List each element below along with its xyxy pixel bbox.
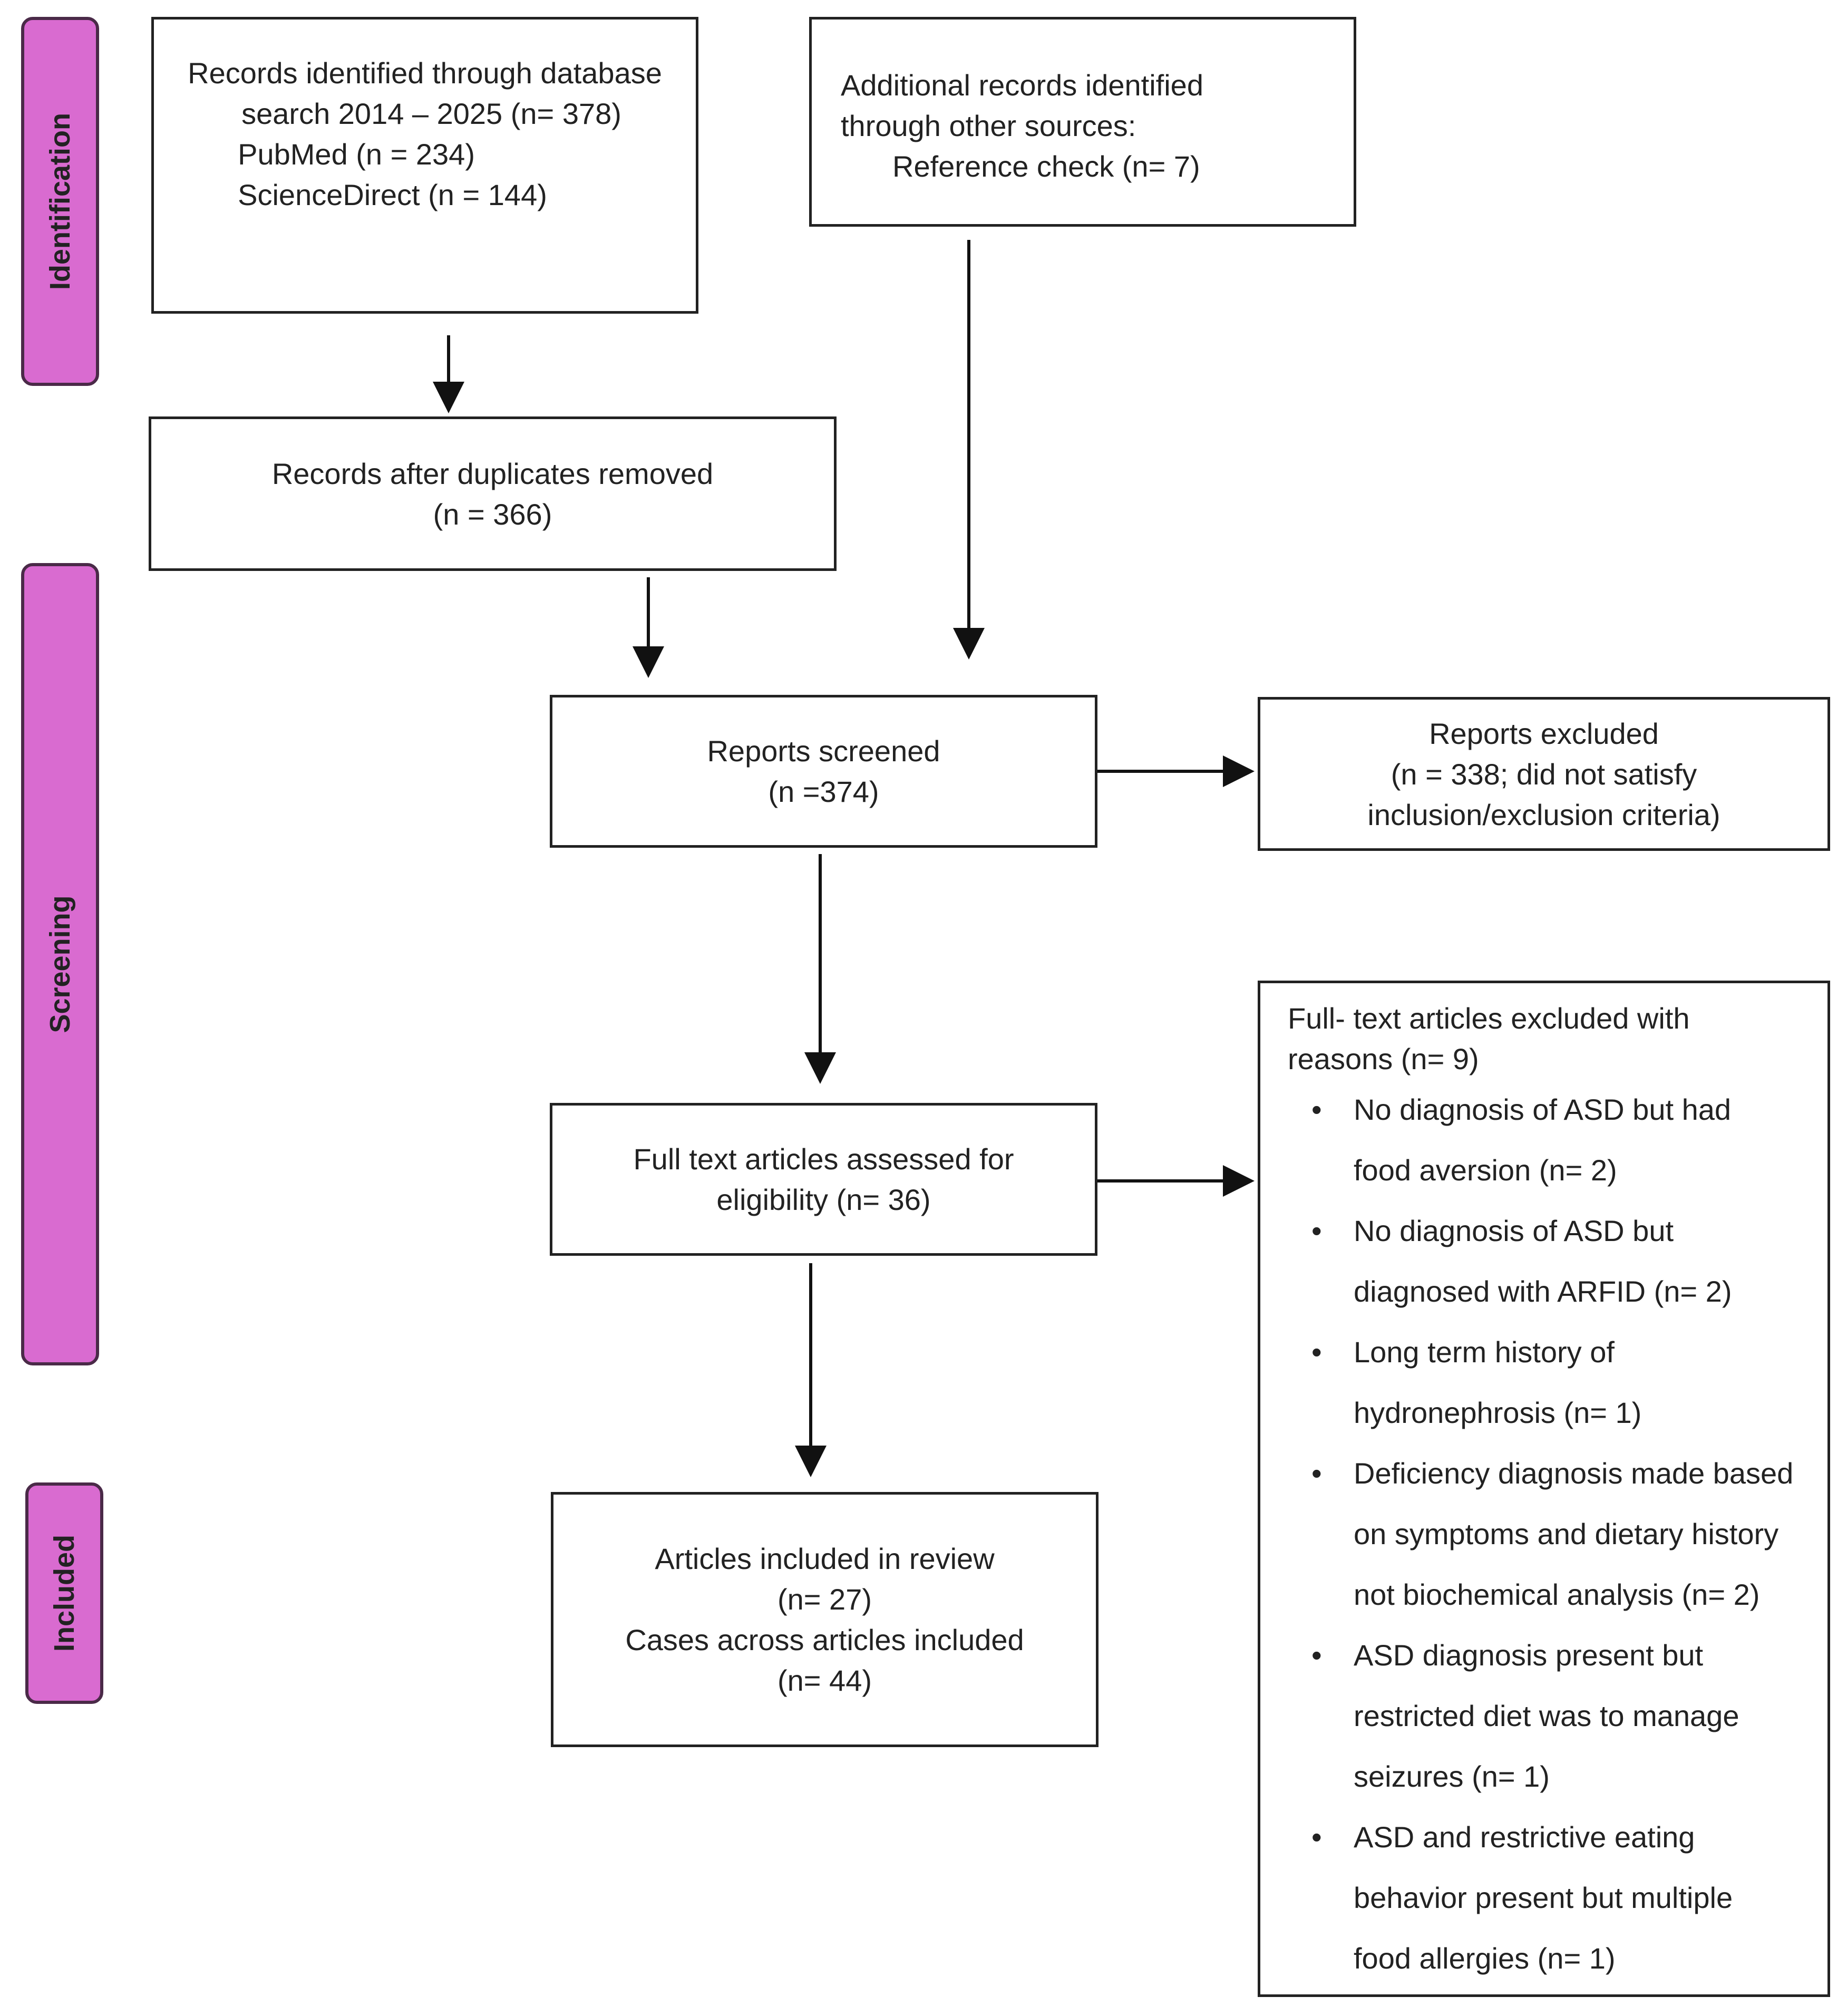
bullet-icon: • xyxy=(1311,1093,1322,1126)
full-text-excluded-heading1: Full- text articles excluded with xyxy=(1288,1002,1690,1035)
duplicates-removed-line1: Records after duplicates removed xyxy=(271,457,714,490)
included-review-line1: Articles included in review xyxy=(655,1542,995,1575)
exclusion-reason-line: on symptoms and dietary history xyxy=(1354,1517,1779,1550)
full-text-assessed-line2: eligibility (n= 36) xyxy=(716,1183,931,1216)
exclusion-reason-line: ASD diagnosis present but xyxy=(1354,1639,1704,1672)
reports-screened-line2: (n =374) xyxy=(768,775,879,808)
records-other-box: Additional records identified through ot… xyxy=(809,17,1356,227)
records-other-line2: through other sources: xyxy=(841,109,1136,142)
reports-screened-box: Reports screened (n =374) xyxy=(550,695,1097,848)
exclusion-reason-item: • ASD diagnosis present but restricted die… xyxy=(1288,1625,1793,1807)
reports-screened-line1: Reports screened xyxy=(707,734,940,768)
records-database-line2: search 2014 – 2025 (n= 378) xyxy=(241,96,621,130)
reports-excluded-box: Reports excluded (n = 338; did not satis… xyxy=(1258,697,1830,851)
exclusion-reason-text: ASD diagnosis present but restricted diet… xyxy=(1354,1625,1739,1807)
exclusion-reason-line: Long term history of xyxy=(1354,1335,1615,1369)
full-text-excluded-content: Full- text articles excluded with reason… xyxy=(1288,998,1793,1989)
reports-excluded-line1: Reports excluded xyxy=(1429,716,1659,750)
bullet-icon: • xyxy=(1311,1335,1322,1369)
exclusion-reason-item: • ASD and restrictive eating behavior pres… xyxy=(1288,1807,1793,1989)
exclusion-reason-line: hydronephrosis (n= 1) xyxy=(1354,1396,1642,1429)
records-database-sciencedirect: ScienceDirect (n = 144) xyxy=(238,178,547,211)
exclusion-reason-line: ASD and restrictive eating xyxy=(1354,1820,1695,1854)
full-text-excluded-heading2: reasons (n= 9) xyxy=(1288,1042,1479,1075)
full-text-excluded-box: Full- text articles excluded with reason… xyxy=(1258,981,1830,1997)
duplicates-removed-line2: (n = 366) xyxy=(433,497,552,531)
exclusion-reason-text: Deficiency diagnosis made based on sympto… xyxy=(1354,1443,1793,1625)
records-other-line1: Additional records identified xyxy=(841,69,1203,102)
reports-excluded-line3: inclusion/exclusion criteria) xyxy=(1367,798,1720,831)
exclusion-reason-line: seizures (n= 1) xyxy=(1354,1760,1550,1793)
included-review-box: Articles included in review (n= 27) Case… xyxy=(551,1492,1099,1747)
phase-identification: Identification xyxy=(21,17,99,386)
included-review-line4: (n= 44) xyxy=(777,1664,872,1697)
exclusion-reason-item: • No diagnosis of ASD but had food aversio… xyxy=(1288,1079,1793,1200)
exclusion-reason-line: No diagnosis of ASD but had xyxy=(1354,1093,1732,1126)
bullet-icon: • xyxy=(1311,1639,1322,1672)
included-review-line3: Cases across articles included xyxy=(625,1623,1024,1656)
full-text-assessed-box: Full text articles assessed for eligibil… xyxy=(550,1103,1097,1256)
records-other-line3: Reference check (n= 7) xyxy=(892,150,1200,183)
exclusion-reason-line: diagnosed with ARFID (n= 2) xyxy=(1354,1275,1732,1308)
exclusion-reason-item: • Deficiency diagnosis made based on sympt… xyxy=(1288,1443,1793,1625)
bullet-icon: • xyxy=(1311,1214,1322,1247)
included-review-line2: (n= 27) xyxy=(777,1583,872,1616)
full-text-assessed-line1: Full text articles assessed for xyxy=(633,1142,1014,1176)
exclusion-reason-line: No diagnosis of ASD but xyxy=(1354,1214,1674,1247)
duplicates-removed-box: Records after duplicates removed (n = 36… xyxy=(149,416,837,571)
reports-excluded-line2: (n = 338; did not satisfy xyxy=(1391,757,1697,791)
records-database-text: Records identified through database sear… xyxy=(188,53,662,215)
exclusion-reason-line: not biochemical analysis (n= 2) xyxy=(1354,1578,1760,1611)
exclusion-reason-line: behavior present but multiple xyxy=(1354,1881,1733,1914)
records-database-line1: Records identified through database xyxy=(188,56,662,90)
exclusion-reason-line: restricted diet was to manage xyxy=(1354,1699,1739,1732)
exclusion-reason-text: Long term history of hydronephrosis (n= 1… xyxy=(1354,1322,1641,1443)
records-database-pubmed: PubMed (n = 234) xyxy=(238,137,475,171)
exclusion-reason-text: ASD and restrictive eating behavior prese… xyxy=(1354,1807,1733,1989)
records-database-box: Records identified through database sear… xyxy=(151,17,698,314)
bullet-icon: • xyxy=(1311,1457,1322,1490)
exclusion-reasons-list: • No diagnosis of ASD but had food aversio… xyxy=(1288,1079,1793,1989)
exclusion-reason-item: • No diagnosis of ASD but diagnosed with A… xyxy=(1288,1200,1793,1322)
phase-screening: Screening xyxy=(21,563,99,1365)
exclusion-reason-line: Deficiency diagnosis made based xyxy=(1354,1457,1794,1490)
records-other-text: Additional records identified through ot… xyxy=(841,65,1203,187)
exclusion-reason-line: food aversion (n= 2) xyxy=(1354,1154,1617,1187)
phase-included: Included xyxy=(25,1482,103,1704)
exclusion-reason-text: No diagnosis of ASD but diagnosed with AR… xyxy=(1354,1200,1732,1322)
exclusion-reason-line: food allergies (n= 1) xyxy=(1354,1942,1616,1975)
bullet-icon: • xyxy=(1311,1820,1322,1854)
exclusion-reason-text: No diagnosis of ASD but had food aversion… xyxy=(1354,1079,1731,1200)
exclusion-reason-item: • Long term history of hydronephrosis (n= … xyxy=(1288,1322,1793,1443)
